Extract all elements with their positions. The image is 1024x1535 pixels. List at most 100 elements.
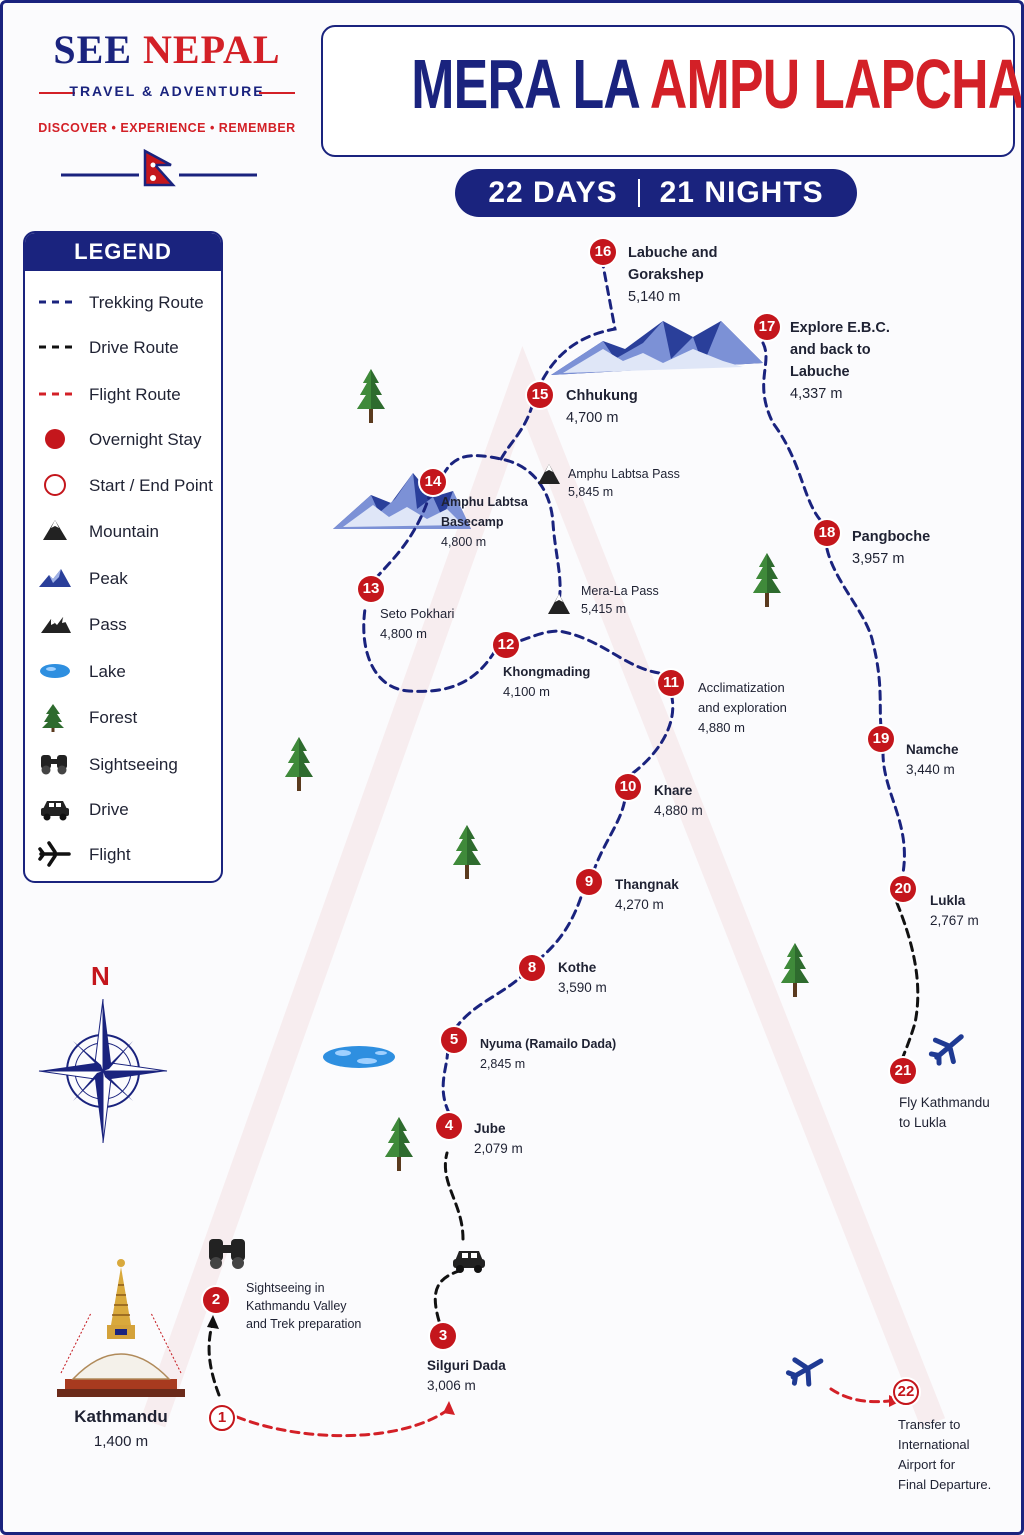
stop-line: and Trek preparation [246, 1317, 362, 1331]
stop-label-5: Nyuma (Ramailo Dada) 2,845 m [480, 1034, 616, 1074]
stop-marker-2: 2 [203, 1287, 229, 1313]
brand-logo: SEE NEPAL [33, 29, 301, 71]
start-end-circle [44, 474, 66, 496]
binoculars-icon [41, 755, 67, 775]
legend-label: Peak [89, 569, 128, 588]
forest-icon [42, 704, 64, 732]
stop-label-10: Khare 4,880 m [654, 781, 703, 821]
duration-nights: 21 NIGHTS [659, 176, 824, 209]
stop-label-16: Labuche and Gorakshep 5,140 m [628, 242, 717, 308]
pass-altitude: 5,415 m [581, 602, 627, 616]
stop-line: Final Departure. [898, 1477, 992, 1492]
stop-marker-16: 16 [590, 239, 616, 265]
stop-altitude: 4,700 m [566, 410, 619, 426]
stop-altitude: 3,440 m [906, 762, 955, 777]
stop-altitude: 4,880 m [654, 803, 703, 818]
peak-icon [39, 569, 71, 587]
pass-name: Mera-La Pass [581, 584, 659, 598]
duration-separator [637, 179, 640, 207]
legend-item-drive-route: Drive Route [25, 332, 221, 362]
stop-marker-17: 17 [754, 314, 780, 340]
drive-route-line [39, 345, 73, 349]
stop-marker-20: 20 [890, 876, 916, 902]
stop-marker-22: 22 [893, 1379, 919, 1405]
brand-tagline: DISCOVER • EXPERIENCE • REMEMBER [38, 121, 296, 135]
duration-badge: 22 DAYS 21 NIGHTS [455, 169, 857, 217]
compass-rose-icon [38, 998, 168, 1144]
legend: LEGEND Trekking Route Drive Route Flight… [23, 231, 223, 883]
stop-line: Transfer to [898, 1417, 961, 1432]
stop-marker-11: 11 [658, 670, 684, 696]
legend-label: Drive [89, 800, 129, 819]
stop-label-17: Explore E.B.C. and back to Labuche 4,337… [790, 317, 890, 405]
stop-label-4: Jube 2,079 m [474, 1119, 523, 1159]
legend-label: Pass [89, 615, 127, 634]
legend-label: Flight Route [89, 385, 181, 404]
stop-name: Lukla [930, 893, 966, 908]
pass-altitude: 5,845 m [568, 485, 614, 499]
stop-line: Gorakshep [628, 267, 704, 283]
stop-altitude: 4,880 m [698, 720, 745, 735]
page-title: MERA LA AMPU LAPCHA PASS TREK [411, 41, 1021, 127]
brand-name-part2: NEPAL [143, 27, 281, 72]
stop-altitude: 4,270 m [615, 897, 664, 912]
forest-icon [285, 737, 313, 791]
stop-marker-10: 10 [615, 774, 641, 800]
title-part2: AMPU LAPCHA PASS TREK [649, 45, 1023, 123]
legend-item-overnight-stay: Overnight Stay [25, 424, 221, 454]
lake-icon [323, 1046, 395, 1068]
stop-line: Amphu Labtsa [441, 495, 528, 509]
stop-label-11: Acclimatization and exploration 4,880 m [698, 678, 787, 738]
title-box [321, 25, 1015, 157]
stop-altitude: 2,079 m [474, 1141, 523, 1156]
forest-icon [385, 1117, 413, 1171]
stop-altitude: 2,767 m [930, 913, 979, 928]
pass-label-amphu-labtsa: Amphu Labtsa Pass 5,845 m [568, 465, 680, 501]
stop-marker-13: 13 [358, 576, 384, 602]
mountain-range-icon [333, 473, 471, 529]
nepal-flag-icon [61, 148, 257, 187]
legend-label: Forest [89, 708, 138, 727]
airplane-icon [38, 841, 71, 867]
stop-marker-19: 19 [868, 726, 894, 752]
legend-label: Trekking Route [89, 293, 204, 312]
stop-line: Airport for [898, 1457, 956, 1472]
binoculars-icon [209, 1239, 245, 1269]
stop-label-3: Silguri Dada 3,006 m [427, 1356, 506, 1396]
stop-label-18: Pangboche 3,957 m [852, 526, 930, 570]
stop-marker-9: 9 [576, 869, 602, 895]
legend-item-drive: Drive [25, 794, 221, 824]
legend-label: Start / End Point [89, 476, 213, 495]
legend-label: Overnight Stay [89, 430, 202, 449]
legend-label: Sightseeing [89, 755, 178, 774]
stop-marker-1: 1 [209, 1405, 235, 1431]
stop-altitude: 4,337 m [790, 386, 843, 402]
forest-icon [753, 553, 781, 607]
airplane-icon [928, 1034, 964, 1066]
stop-label-9: Thangnak 4,270 m [615, 875, 679, 915]
legend-item-lake: Lake [25, 656, 221, 686]
stop-altitude: 3,006 m [427, 1378, 476, 1393]
legend-item-mountain: Mountain [25, 516, 221, 546]
trekking-route-line [39, 300, 73, 304]
legend-label: Flight [89, 845, 131, 864]
stop-marker-12: 12 [493, 632, 519, 658]
forest-icon [453, 825, 481, 879]
legend-item-forest: Forest [25, 702, 221, 732]
duration-days: 22 DAYS [488, 176, 618, 209]
compass-north-label: N [91, 961, 110, 991]
stop-label-14: Amphu Labtsa Basecamp 4,800 m [441, 492, 528, 552]
stop-marker-15: 15 [527, 382, 553, 408]
brand-divider [39, 92, 75, 94]
stop-label-20: Lukla 2,767 m [930, 891, 979, 931]
stop-marker-5: 5 [441, 1027, 467, 1053]
stop-line: Labuche [790, 364, 850, 380]
car-icon [41, 801, 69, 821]
legend-item-trekking-route: Trekking Route [25, 287, 221, 317]
stop-marker-18: 18 [814, 520, 840, 546]
stop-line: Sightseeing in [246, 1281, 325, 1295]
legend-heading: LEGEND [25, 233, 221, 271]
stop-line: Explore E.B.C. [790, 320, 890, 336]
route-layer [38, 148, 964, 1438]
stop-name: Khare [654, 783, 693, 798]
